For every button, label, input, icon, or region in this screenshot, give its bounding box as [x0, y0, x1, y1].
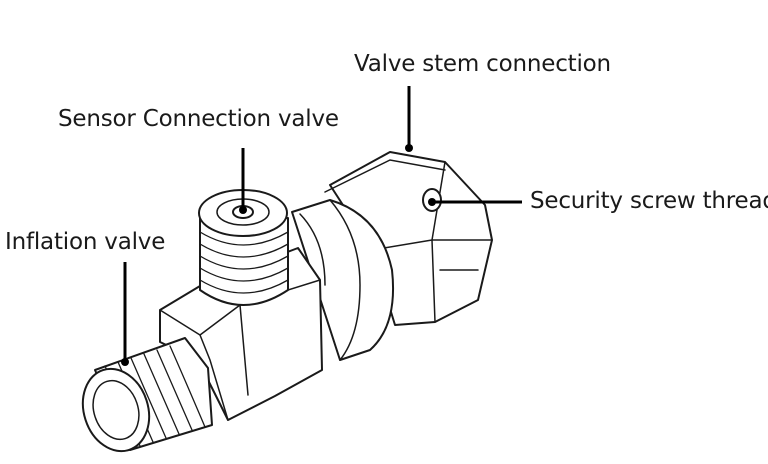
leader-inflation-dot	[121, 358, 129, 366]
sensor-valve	[198, 189, 289, 306]
leader-valve-stem-dot	[405, 144, 413, 152]
leader-sensor-dot	[239, 206, 247, 214]
collar	[291, 199, 395, 361]
label-security-screw-thread: Security screw thread	[530, 188, 768, 214]
label-sensor-connection-valve: Sensor Connection valve	[58, 106, 339, 132]
label-valve-stem-connection: Valve stem connection	[354, 51, 611, 77]
label-inflation-valve: Inflation valve	[5, 229, 166, 255]
leader-security-dot	[428, 198, 436, 206]
inflation-valve	[81, 337, 213, 453]
